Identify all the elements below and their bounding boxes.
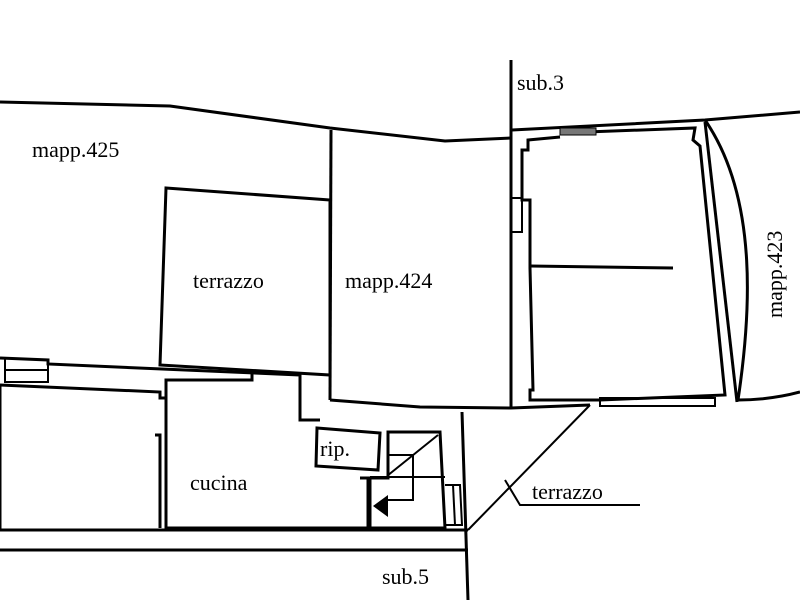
stair-side-window: [445, 484, 464, 526]
window-top: [559, 127, 597, 136]
stair-step-3: [388, 455, 414, 501]
window-left-room: [512, 197, 523, 233]
lower-wall-top: [0, 356, 320, 422]
terrazzo-leader-line: [504, 479, 640, 506]
stair-side-window-mid: [452, 484, 456, 526]
window-bottom: [599, 397, 716, 407]
cucina-right-wall: [164, 398, 370, 530]
top-boundary-left: [0, 100, 513, 143]
label-mapp-425: mapp.425: [32, 137, 119, 162]
stair-outline: [368, 430, 447, 530]
sub5-divider: [460, 411, 470, 600]
room-right-inner: [520, 126, 727, 402]
label-rip: rip.: [320, 436, 350, 461]
label-terrazzo-lower: terrazzo: [532, 479, 603, 504]
terrazzo-lower-edge: [467, 404, 591, 531]
rip-outline: [314, 426, 382, 472]
top-boundary-right: [511, 110, 800, 132]
room-right-outer-wall: [703, 121, 739, 403]
label-sub-3: sub.3: [517, 70, 564, 95]
label-mapp-423: mapp.423: [762, 231, 787, 318]
lower-wall-bottom: [0, 372, 254, 400]
label-terrazzo-upper: terrazzo: [193, 268, 264, 293]
terrazzo-upper-outline: [158, 186, 332, 377]
label-sub-5: sub.5: [382, 564, 429, 589]
mapp424-bottom-boundary: [329, 398, 591, 410]
label-cucina: cucina: [190, 470, 248, 495]
label-mapp-424: mapp.424: [345, 268, 432, 293]
room-right-partition: [529, 264, 674, 270]
cucina-left-wall: [155, 433, 162, 528]
mapp423-boundary: [703, 119, 800, 402]
stair-arrow-icon: [373, 495, 388, 517]
